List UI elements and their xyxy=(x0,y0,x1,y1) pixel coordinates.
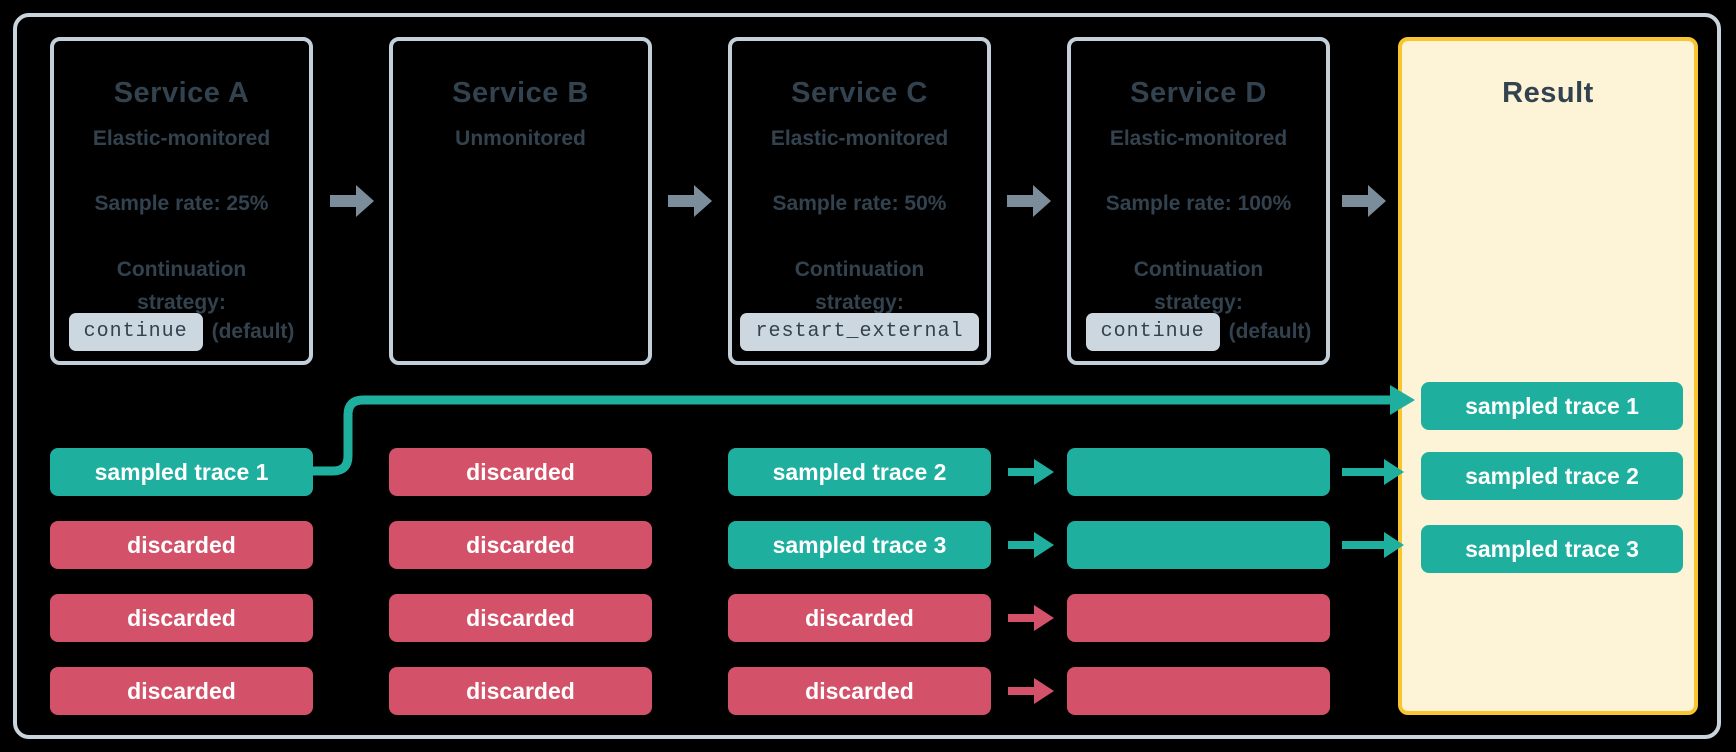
result-title: Result xyxy=(1502,77,1594,109)
trace-pill xyxy=(1067,667,1330,715)
trace-pill: sampled trace 3 xyxy=(728,521,991,569)
service-c-strategy-value: restart_external xyxy=(732,313,987,351)
service-d-title: Service D xyxy=(1130,77,1267,109)
trace-pill: discarded xyxy=(50,667,313,715)
result-pill-sampled-trace-2: sampled trace 2 xyxy=(1421,452,1683,500)
code-chip: restart_external xyxy=(740,313,979,351)
service-a-subtitle: Elastic-monitored xyxy=(92,127,271,150)
strategy-line-1: Continuation xyxy=(1133,258,1264,281)
service-d-subtitle: Elastic-monitored xyxy=(1109,127,1288,150)
trace-pill: discarded xyxy=(389,521,652,569)
trace-pill: sampled trace 2 xyxy=(728,448,991,496)
result-pill-sampled-trace-1: sampled trace 1 xyxy=(1421,382,1683,430)
trace-pill: discarded xyxy=(389,448,652,496)
result-pill-sampled-trace-3: sampled trace 3 xyxy=(1421,525,1683,573)
service-c-title: Service C xyxy=(791,77,928,109)
strategy-line-2: strategy: xyxy=(137,291,226,314)
service-d-box: Service D Elastic-monitored Sample rate:… xyxy=(1067,37,1330,365)
trace-pill xyxy=(1067,448,1330,496)
diagram-frame xyxy=(13,13,1721,739)
service-b-box: Service B Unmonitored xyxy=(389,37,652,365)
service-d-sample-rate: Sample rate: 100% xyxy=(1105,192,1292,215)
trace-pill xyxy=(1067,521,1330,569)
service-c-strategy-label: Continuation strategy: xyxy=(732,253,987,319)
service-a-strategy-value: continue (default) xyxy=(54,313,309,351)
strategy-line-2: strategy: xyxy=(815,291,904,314)
service-a-strategy-label: Continuation strategy: xyxy=(54,253,309,319)
result-box: Result sampled trace 1 sampled trace 2 s… xyxy=(1398,37,1698,715)
strategy-line-1: Continuation xyxy=(794,258,925,281)
service-c-box: Service C Elastic-monitored Sample rate:… xyxy=(728,37,991,365)
trace-pill xyxy=(1067,594,1330,642)
trace-pill: discarded xyxy=(389,594,652,642)
trace-pill: discarded xyxy=(50,521,313,569)
trace-pill: discarded xyxy=(50,594,313,642)
service-a-box: Service A Elastic-monitored Sample rate:… xyxy=(50,37,313,365)
service-c-sample-rate: Sample rate: 50% xyxy=(772,192,947,215)
code-chip: continue xyxy=(1085,313,1220,351)
service-a-sample-rate: Sample rate: 25% xyxy=(94,192,269,215)
strategy-line-2: strategy: xyxy=(1154,291,1243,314)
service-b-subtitle: Unmonitored xyxy=(455,127,586,150)
service-d-strategy-value: continue (default) xyxy=(1071,313,1326,351)
trace-pill: discarded xyxy=(389,667,652,715)
service-c-subtitle: Elastic-monitored xyxy=(770,127,949,150)
default-note: (default) xyxy=(1228,320,1312,343)
service-d-strategy-label: Continuation strategy: xyxy=(1071,253,1326,319)
strategy-line-1: Continuation xyxy=(116,258,247,281)
default-note: (default) xyxy=(211,320,295,343)
trace-pill: sampled trace 1 xyxy=(50,448,313,496)
trace-pill: discarded xyxy=(728,667,991,715)
code-chip: continue xyxy=(68,313,203,351)
trace-pill: discarded xyxy=(728,594,991,642)
service-b-title: Service B xyxy=(452,77,589,109)
service-a-title: Service A xyxy=(113,77,250,109)
